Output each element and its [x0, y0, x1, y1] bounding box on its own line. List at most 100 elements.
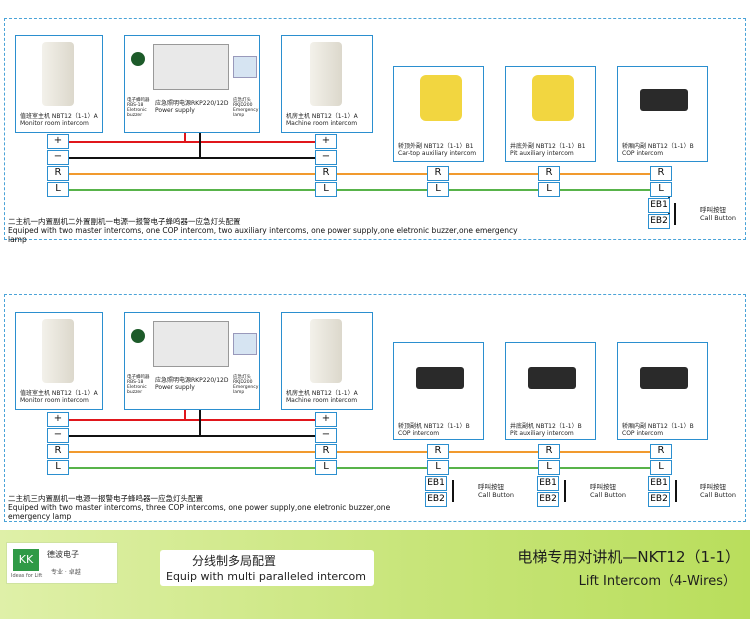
- eb2-terminal: EB2: [648, 214, 670, 229]
- wire-minus: [58, 157, 332, 159]
- logo-name: 德波电子: [47, 550, 79, 559]
- wire-l: [58, 467, 668, 469]
- call-button-icon: [452, 480, 464, 502]
- terminal-r: R: [650, 444, 672, 459]
- mid-banner: 分线制多局配置 Equip with multi paralleled inte…: [160, 550, 374, 586]
- terminal-r: R: [650, 166, 672, 181]
- lamp-image: [233, 333, 257, 355]
- terminal-r: R: [538, 444, 560, 459]
- wire-r: [58, 451, 668, 453]
- call-button-icon: [674, 203, 688, 225]
- terminal-r: R: [47, 166, 69, 181]
- lamp-image: [233, 56, 257, 78]
- logo-mark-icon: KK: [13, 549, 39, 571]
- terminal-minus: −: [315, 428, 337, 443]
- logo-tag: 专业 · 卓越: [51, 569, 81, 576]
- terminal-plus: +: [315, 412, 337, 427]
- terminal-r: R: [47, 444, 69, 459]
- mid-title-cn: 分线制多局配置: [192, 554, 277, 568]
- terminal-plus: +: [47, 412, 69, 427]
- terminal-l: L: [427, 460, 449, 475]
- terminal-r: R: [427, 444, 449, 459]
- terminal-l: L: [315, 182, 337, 197]
- master-handset-image: [310, 42, 342, 106]
- master-handset-image: [42, 319, 74, 383]
- wire-r: [58, 173, 668, 175]
- power-supply-image: [153, 44, 229, 90]
- terminal-r: R: [538, 166, 560, 181]
- wire-l: [58, 189, 668, 191]
- product-title-cn: 电梯专用对讲机—NKT12（1-1）: [517, 548, 740, 566]
- black-intercom-image: [528, 367, 576, 389]
- terminal-minus: −: [315, 150, 337, 165]
- call-button-icon: [675, 480, 687, 502]
- terminal-l: L: [427, 182, 449, 197]
- master-handset-image: [310, 319, 342, 383]
- terminal-l: L: [538, 182, 560, 197]
- eb2-terminal: EB2: [537, 492, 559, 507]
- yellow-intercom-image: [420, 75, 462, 121]
- power-supply-image: [153, 321, 229, 367]
- eb2-terminal: EB2: [425, 492, 447, 507]
- yellow-intercom-image: [532, 75, 574, 121]
- terminal-l: L: [650, 182, 672, 197]
- terminal-plus: +: [47, 134, 69, 149]
- terminal-l: L: [47, 182, 69, 197]
- eb1-terminal: EB1: [648, 198, 670, 213]
- terminal-minus: −: [47, 428, 69, 443]
- eb1-terminal: EB1: [425, 476, 447, 491]
- call-button-icon: [564, 480, 576, 502]
- top-diagram-panel: [4, 18, 746, 240]
- terminal-minus: −: [47, 150, 69, 165]
- eb1-terminal: EB1: [648, 476, 670, 491]
- eb2-terminal: EB2: [648, 492, 670, 507]
- wire-plus: [58, 141, 332, 143]
- terminal-r: R: [427, 166, 449, 181]
- ps-red-link: [184, 133, 186, 143]
- product-title-en: Lift Intercom（4-Wires）: [578, 574, 736, 589]
- terminal-l: L: [650, 460, 672, 475]
- master-handset-image: [42, 42, 74, 106]
- black-intercom-image: [416, 367, 464, 389]
- company-logo: KK 德波电子 Ideas for Lift 专业 · 卓越: [6, 542, 118, 584]
- black-intercom-image: [640, 367, 688, 389]
- terminal-plus: +: [315, 134, 337, 149]
- ps-black-link: [199, 133, 201, 159]
- buzzer-image: [131, 329, 145, 343]
- terminal-l: L: [315, 460, 337, 475]
- ps-black-link: [199, 410, 201, 437]
- footer-banner: KK 德波电子 Ideas for Lift 专业 · 卓越 分线制多局配置 E…: [0, 530, 750, 619]
- ps-red-link: [184, 410, 186, 421]
- wire-minus: [58, 435, 332, 437]
- terminal-r: R: [315, 166, 337, 181]
- terminal-l: L: [47, 460, 69, 475]
- black-intercom-image: [640, 89, 688, 111]
